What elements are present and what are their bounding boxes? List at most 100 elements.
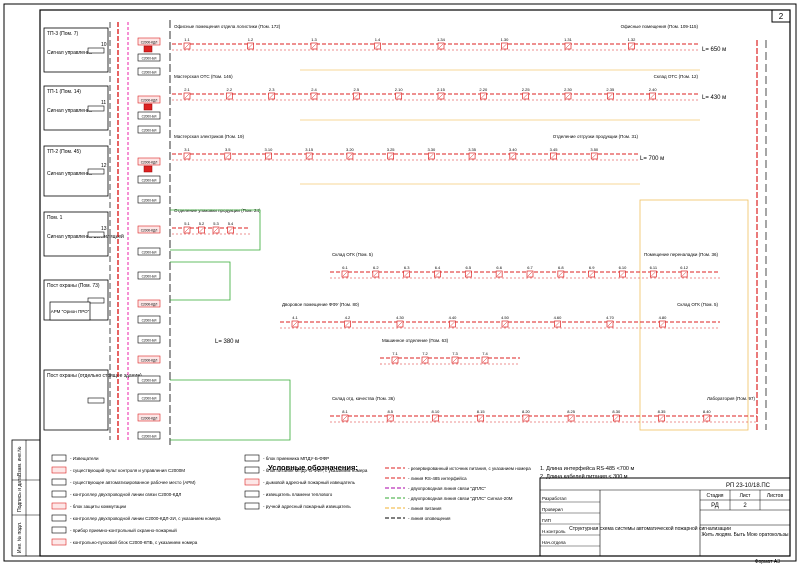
cabinet-title: Пом. 1 — [47, 215, 63, 221]
detector-id: 6.6 — [496, 265, 502, 270]
detector-id: 4.2 — [345, 315, 351, 320]
sheet-value: 2 — [743, 503, 747, 509]
detector-id: 2.40 — [649, 87, 658, 92]
detector-id: 6.4 — [435, 265, 441, 270]
detector-id: 1.4 — [375, 37, 381, 42]
detector-id: 3.35 — [468, 147, 477, 152]
distance-labels: L= 650 м L= 430 м L= 700 м L= 380 м — [215, 47, 726, 345]
side-label-replace: Взам. инв.№ — [17, 446, 23, 476]
detector-id: 5.3 — [213, 221, 219, 226]
detector-id: 4.40 — [449, 315, 458, 320]
cabinet-subtitle: Сигнал управления — [47, 171, 93, 177]
title-role: Разработал — [542, 496, 567, 501]
col-sheets: Листов — [767, 493, 784, 499]
room-label-end: Склад ОТС (Пом. 12) — [654, 74, 699, 79]
detector-id: 3.10 — [265, 147, 274, 152]
device-tag: С2000-КДЛ — [141, 358, 158, 362]
detector-id: 3.5 — [225, 147, 231, 152]
legend-symbol — [51, 478, 67, 486]
legend-item: - существующий пульт контроля и управлен… — [70, 467, 185, 473]
device-column: С2000-КДЛ С2000-БИ С2000-БИ С2000-КДЛ С2000-… — [137, 37, 161, 440]
detector-id: 8.1 — [342, 409, 348, 414]
legend-symbol — [51, 454, 67, 462]
distance-label-3: L= 700 м — [640, 156, 664, 162]
room-label: Склад ОГК (Пом. 5) — [332, 252, 373, 257]
detector-id: 6.3 — [404, 265, 410, 270]
device-block — [137, 299, 161, 308]
cabinet-subtitle: Сигнал управления — [47, 50, 93, 56]
legend-symbol — [51, 490, 67, 498]
device-tag: С2000-КДЛ — [141, 228, 158, 232]
detector-id: 3.20 — [346, 147, 355, 152]
legend-item: - существующее автоматизированное рабоче… — [70, 480, 196, 485]
detector-id: 6.8 — [558, 265, 564, 270]
device-block — [137, 67, 161, 76]
legend-symbol — [51, 466, 67, 474]
legend-symbol — [244, 502, 260, 510]
device-tag: С2000-КДЛ — [141, 416, 158, 420]
cabinet-num: 10 — [101, 42, 107, 48]
room-label: Офисные помещения отдела логистики (Пом.… — [174, 24, 281, 29]
controller-icon — [143, 165, 153, 173]
cabinet-cab1: ТП-3 (Пом. 7) Сигнал управления 10 — [43, 27, 109, 73]
sheet-number: 2 — [779, 12, 784, 21]
legend-symbol — [51, 538, 67, 546]
distance-label-4: L= 380 м — [215, 339, 239, 345]
right-trunks — [639, 40, 767, 431]
legend-cable: - резервированный источник питания, с ук… — [408, 465, 531, 471]
device-block — [137, 195, 161, 204]
aux-lines — [170, 69, 700, 441]
cabinet-title: ТП-3 (Пом. 7) — [47, 31, 79, 37]
device-block — [137, 413, 161, 422]
device-tag: С2000-БИ — [142, 114, 158, 118]
legend-item: - блок приемника МПДУ-Б-ФФР — [263, 456, 329, 461]
cabinet-title: Пост охраны (Пом. 73) — [47, 283, 100, 289]
legend-title: Условные обозначения: — [268, 463, 358, 472]
device-block — [137, 175, 161, 184]
detector-id: 4.80 — [659, 315, 668, 320]
controller-icon — [143, 103, 153, 111]
detector-id: 8.25 — [567, 409, 576, 414]
legend-item: - блок защиты коммутации — [70, 504, 126, 509]
detector-id: 7.4 — [482, 351, 488, 356]
device-tag: С2000-БИ — [142, 198, 158, 202]
device-tag: С2000-БИ — [142, 274, 158, 278]
device-block — [137, 95, 161, 104]
detector-id: 8.5 — [387, 409, 393, 414]
legend-item: - извещатель пламени теплового — [263, 492, 333, 497]
legend-symbol — [51, 514, 67, 522]
legend-item: - блок питания МПДУ-Б-ФФР, с указанием н… — [263, 468, 368, 473]
title-role: Н.контроль — [542, 529, 566, 534]
legend-cable: - линия оповещения — [408, 516, 451, 521]
detector-id: 3.1 — [184, 147, 190, 152]
detector-loops: Офисные помещения отдела логистики (Пом.… — [170, 24, 757, 441]
detector-id: 6.9 — [589, 265, 595, 270]
detector-id: 5.2 — [199, 221, 205, 226]
legend-item: - контрольно-пусковой блок С2000-КПБ, с … — [70, 539, 198, 545]
detector-id: 6.10 — [619, 265, 628, 270]
title-role: ГИП — [542, 518, 551, 523]
device-tag: С2000-КДЛ — [141, 98, 158, 102]
device-block — [137, 431, 161, 440]
loop-4: Отделение упаковки продукции (Пом. 24)5.… — [172, 208, 261, 235]
controller-icon — [143, 45, 153, 53]
cabinet-title: ТП-1 (Пом. 14) — [47, 89, 81, 95]
format-label: Формат А3 — [755, 559, 780, 565]
room-label-end: Лаборатория (Пом. 97) — [707, 396, 755, 401]
room-label-end: Помещение переналадки (Пом. 36) — [644, 252, 718, 257]
detector-id: 1.34 — [437, 37, 446, 42]
detector-id: 6.2 — [373, 265, 379, 270]
legend-cable: - двухпроводная линия связи "ДПЛС" Сигна… — [408, 496, 513, 501]
device-tag: С2000-БИ — [142, 434, 158, 438]
distance-label-2: L= 430 м — [702, 95, 726, 101]
room-label: Мастерская ОТС (Пом. 146) — [174, 74, 233, 79]
detector-id: 6.11 — [650, 265, 658, 270]
device-tag: С2000-КДЛ — [141, 302, 158, 306]
device-block — [137, 393, 161, 402]
legend-symbol — [51, 526, 67, 534]
detector-id: 5.1 — [184, 221, 190, 226]
cabinet-num: 11 — [101, 100, 106, 106]
device-tag: С2000-БИ — [142, 250, 158, 254]
legend-cable: - линия RS-485 интерфейса — [408, 475, 467, 481]
